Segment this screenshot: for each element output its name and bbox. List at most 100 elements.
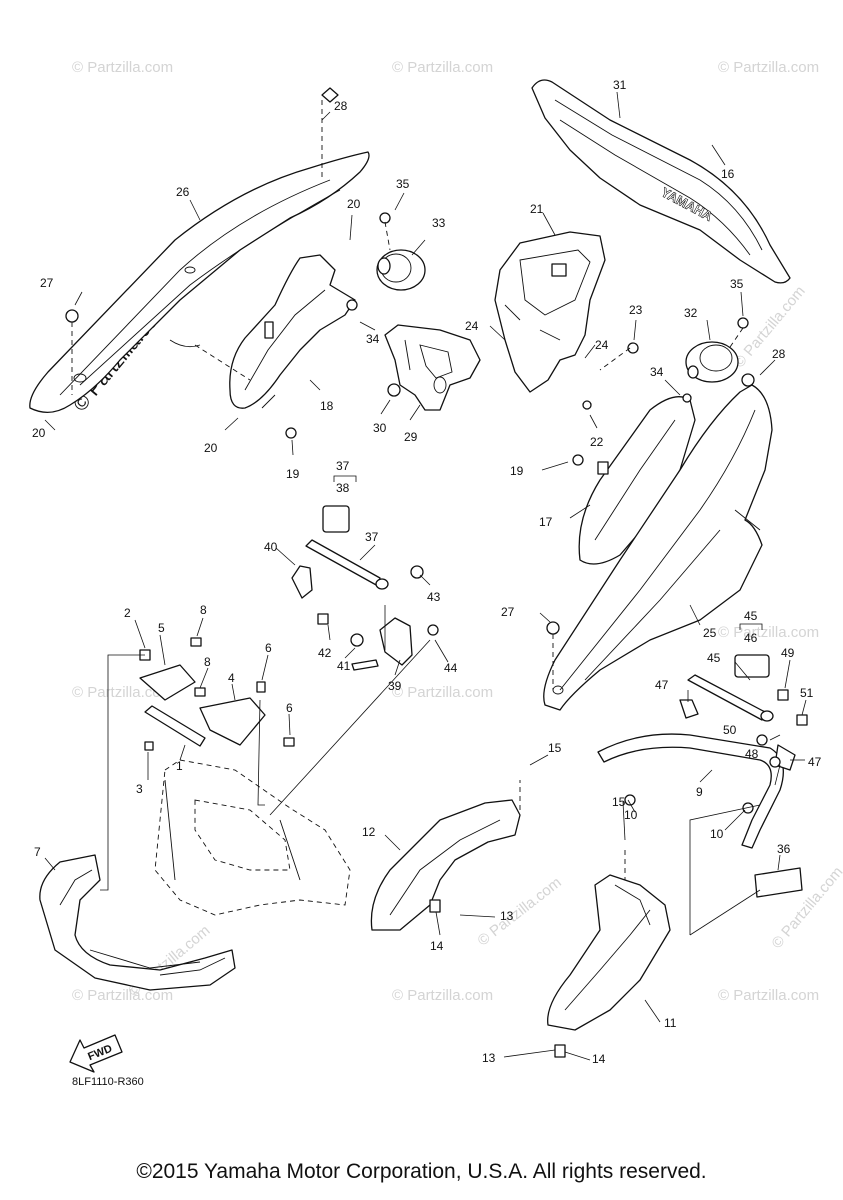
callout-42: 42 <box>318 646 332 660</box>
callout-15: 15 <box>548 741 562 755</box>
callout-20: 20 <box>32 426 46 440</box>
callout-23: 23 <box>629 303 643 317</box>
watermark: © Partzilla.com <box>72 684 173 701</box>
callout-24: 24 <box>465 319 479 333</box>
part-37-cable-assembly <box>291 505 413 671</box>
part-31-upper-cowl: YAMAHA <box>531 79 791 284</box>
part-29-lamp-bracket <box>384 324 481 411</box>
callout-33: 33 <box>432 216 446 230</box>
part-25-side-cover-right <box>543 384 773 711</box>
watermark: © Partzilla.com <box>718 59 819 76</box>
callout-45: 45 <box>744 609 758 623</box>
callout-9: 9 <box>696 785 703 799</box>
callout-38: 38 <box>336 481 350 495</box>
callout-19: 19 <box>286 467 300 481</box>
callout-28: 28 <box>334 99 348 113</box>
callout-17: 17 <box>539 515 553 529</box>
callout-3: 3 <box>136 782 143 796</box>
copyright-notice: ©2015 Yamaha Motor Corporation, U.S.A. A… <box>136 1160 707 1183</box>
part-9-stay-tube <box>597 733 784 849</box>
callout-18: 18 <box>320 399 334 413</box>
callout-27: 27 <box>501 605 515 619</box>
callout-13: 13 <box>482 1051 496 1065</box>
watermark: © Partzilla.com <box>475 874 565 950</box>
callout-22: 22 <box>590 435 604 449</box>
callout-51: 51 <box>800 686 814 700</box>
part-17-inner-panel-right <box>578 396 696 565</box>
callout-31: 31 <box>613 78 627 92</box>
part-21-center-bracket <box>494 231 606 393</box>
part-1-stay-assembly <box>139 637 295 751</box>
callout-48: 48 <box>745 747 759 761</box>
watermark: © Partzilla.com <box>392 987 493 1004</box>
watermark: © Partzilla.com <box>392 59 493 76</box>
callout-43: 43 <box>427 590 441 604</box>
part-36-label <box>754 867 803 898</box>
callout-26: 26 <box>176 185 190 199</box>
part-18-inner-panel <box>229 254 356 409</box>
callout-10: 10 <box>710 827 724 841</box>
callout-41: 41 <box>337 659 351 673</box>
callout-labels: 28 26 27 20 20 19 18 20 34 35 33 29 30 2… <box>32 78 822 1066</box>
part-32-headlight-housing-right <box>685 341 739 383</box>
callout-37: 37 <box>336 459 350 473</box>
callout-27: 27 <box>40 276 54 290</box>
callout-24: 24 <box>595 338 609 352</box>
callout-11: 11 <box>664 1016 677 1030</box>
callout-13: 13 <box>500 909 514 923</box>
watermark: © Partzilla.com <box>72 987 173 1004</box>
callout-47: 47 <box>808 755 822 769</box>
callout-47: 47 <box>655 678 669 692</box>
part-11-lower-panel <box>547 874 671 1058</box>
callout-4: 4 <box>228 671 235 685</box>
mounting-lines <box>71 100 761 936</box>
callout-20: 20 <box>347 197 361 211</box>
part-45-cable-assembly <box>679 654 808 771</box>
callout-34: 34 <box>366 332 380 346</box>
callout-40: 40 <box>264 540 278 554</box>
callout-6: 6 <box>265 641 272 655</box>
part-7-lower-cowl <box>39 854 236 991</box>
callout-1: 1 <box>176 759 183 773</box>
callout-32: 32 <box>684 306 698 320</box>
watermark: © Partzilla.com <box>392 684 493 701</box>
callout-12: 12 <box>362 825 376 839</box>
callout-21: 21 <box>530 202 544 216</box>
callout-37: 37 <box>365 530 379 544</box>
callout-35: 35 <box>730 277 744 291</box>
callout-10: 10 <box>624 808 638 822</box>
callout-19: 19 <box>510 464 524 478</box>
callout-36: 36 <box>777 842 791 856</box>
part-12-cowl-panel <box>370 799 521 931</box>
callout-35: 35 <box>396 177 410 191</box>
watermark: © Partzilla.com <box>718 624 819 641</box>
fwd-arrow-icon: FWD <box>69 1034 123 1073</box>
callout-50: 50 <box>723 723 737 737</box>
callout-34: 34 <box>650 365 664 379</box>
callout-20: 20 <box>204 441 218 455</box>
callout-16: 16 <box>721 167 735 181</box>
callout-6: 6 <box>286 701 293 715</box>
callout-7: 7 <box>34 845 41 859</box>
callout-30: 30 <box>373 421 387 435</box>
callout-2: 2 <box>124 606 131 620</box>
leader-lines <box>44 91 807 1061</box>
callout-14: 14 <box>430 939 444 953</box>
watermark: © Partzilla.com <box>72 59 173 76</box>
callout-15: 15 <box>612 795 626 809</box>
part-33-headlight-housing <box>376 249 426 291</box>
diagram-code: 8LF1110-R360 <box>72 1076 144 1088</box>
callout-8: 8 <box>204 655 211 669</box>
bracket-lines <box>333 475 763 630</box>
callout-45: 45 <box>707 651 721 665</box>
watermark: © Partzilla.com <box>718 987 819 1004</box>
callout-28: 28 <box>772 347 786 361</box>
callout-39: 39 <box>388 679 402 693</box>
callout-46: 46 <box>744 631 758 645</box>
part-26-side-cover-left <box>29 151 370 413</box>
callout-44: 44 <box>444 661 458 675</box>
frame-body-dashed <box>154 759 351 916</box>
callout-8: 8 <box>200 603 207 617</box>
callout-29: 29 <box>404 430 418 444</box>
